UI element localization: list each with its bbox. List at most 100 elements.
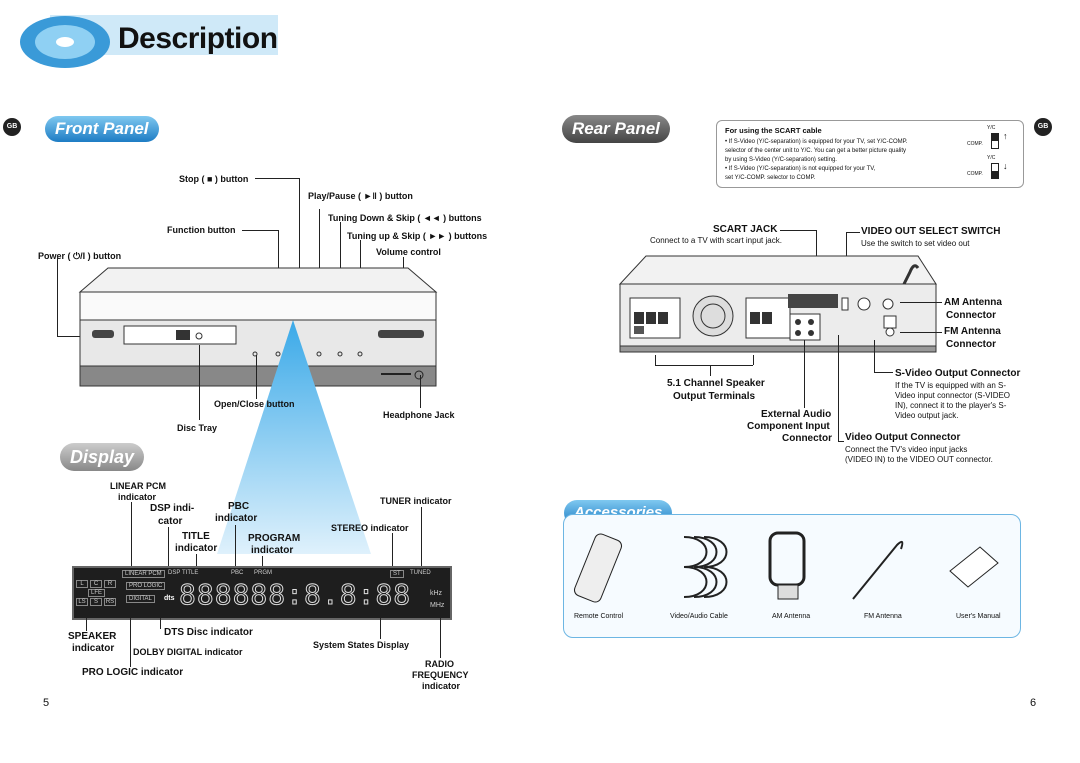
radio-label: RADIO: [425, 659, 454, 669]
screen-digits: 888888:8.8:88: [178, 578, 412, 612]
screen-linear-pcm: LINEAR PCM: [122, 570, 165, 578]
scart-note-title: For using the SCART cable: [725, 126, 822, 135]
scart-jack-title: SCART JACK: [713, 224, 778, 235]
screen-title: TITLE: [182, 570, 199, 576]
video-output-title: Video Output Connector: [845, 432, 961, 443]
switch-diagram-yc: Y/C COMP. ↑: [967, 125, 1008, 149]
play-pause-label: Play/Pause ( ►‖ ) button: [308, 191, 413, 201]
pro-logic-label: PRO LOGIC indicator: [82, 667, 184, 678]
am-antenna-label-2: Connector: [946, 310, 996, 321]
rear-panel-heading: Rear Panel: [562, 115, 670, 143]
function-button-label: Function button: [167, 225, 236, 235]
page-number-right: 6: [1030, 697, 1037, 709]
dsp-label: DSP indi-: [150, 503, 195, 514]
disc-graphic: [20, 15, 278, 68]
spk-rs: RS: [104, 598, 116, 606]
screen-st: ST: [390, 570, 404, 578]
screen-khz: kHz: [430, 590, 443, 597]
av-cable-icon: [683, 536, 728, 598]
open-close-label: Open/Close button: [214, 399, 295, 409]
switch-comp-label-2: COMP.: [967, 171, 983, 177]
external-audio-label-3: Connector: [782, 433, 832, 444]
dsp-label-2: cator: [158, 516, 183, 527]
accessory-av-cable: Video/Audio Cable: [670, 613, 728, 620]
title-label: TITLE: [182, 531, 210, 542]
stop-button-label: Stop ( ■ ) button: [179, 174, 249, 184]
page-title: Description: [118, 22, 278, 55]
spk-ls: LS: [76, 598, 88, 606]
tuner-label: TUNER indicator: [380, 496, 452, 506]
switch-comp-label: COMP.: [967, 141, 983, 147]
accessory-users-manual: User's Manual: [956, 613, 1001, 620]
svideo-output-desc-2: Video input connector (S-VIDEO: [895, 391, 1011, 400]
spk-s: S: [90, 598, 102, 606]
screen-dts: dts: [164, 595, 175, 602]
screen-tuned: TUNED: [410, 570, 431, 576]
disc-tray-label: Disc Tray: [177, 423, 218, 433]
screen-mhz: MHz: [430, 602, 445, 609]
video-output-desc-1: Connect the TV's video input jacks: [845, 445, 968, 454]
program-label: PROGRAM: [248, 533, 301, 544]
dts-disc-label: DTS Disc indicator: [164, 627, 253, 638]
speaker-label: SPEAKER: [68, 631, 117, 642]
speaker-grid: L C R LFE LS S RS: [76, 580, 118, 606]
accessory-remote-control: Remote Control: [574, 613, 624, 620]
switch-yc-label: Y/C: [987, 125, 996, 131]
program-label-2: indicator: [251, 545, 294, 556]
speaker-label-2: indicator: [72, 643, 115, 654]
video-switch-title: VIDEO OUT SELECT SWITCH: [861, 226, 1001, 237]
light-cone: [217, 320, 371, 554]
tuning-up-label: Tuning up & Skip ( ►► ) buttons: [347, 231, 488, 241]
switch-yc-label-2: Y/C: [987, 155, 996, 161]
speaker-output-label-2: Output Terminals: [673, 391, 756, 402]
pbc-label-2: indicator: [215, 513, 258, 524]
video-switch-desc: Use the switch to set video out: [861, 239, 970, 248]
scart-note-line-3: by using S-Video (Y/C-separation) settin…: [725, 157, 837, 163]
external-audio-label: External Audio: [761, 409, 832, 420]
screen-digital: DIGITAL: [126, 595, 155, 603]
volume-control-label: Volume control: [376, 247, 441, 257]
speaker-output-label: 5.1 Channel Speaker: [667, 378, 765, 389]
svideo-output-desc-1: If the TV is equipped with an S-: [895, 381, 1007, 390]
linear-pcm-label: LINEAR PCM: [110, 481, 166, 491]
rear-panel-unit: [618, 255, 937, 353]
accessories-box: Remote Control Video/Audio Cable AM Ante…: [563, 514, 1021, 638]
power-button-label: Power ( ⏻/I ) button: [38, 251, 122, 261]
video-output-desc-2: (VIDEO IN) to the VIDEO OUT connector.: [845, 455, 993, 464]
scart-note-line-2: selector of the center unit to Y/C. You …: [725, 148, 907, 154]
fm-antenna-label-2: Connector: [946, 339, 996, 350]
language-badge-left: GB: [3, 118, 21, 136]
radio-label-3: indicator: [422, 681, 461, 691]
users-manual-icon: [949, 546, 999, 588]
accessory-fm-antenna: FM Antenna: [864, 613, 902, 620]
screen-prgm: PRGM: [254, 570, 272, 576]
svideo-output-desc-3: IN), connect it to the player's S-: [895, 401, 1007, 410]
spk-lfe: LFE: [88, 589, 106, 597]
spk-c: C: [90, 580, 102, 588]
am-antenna-icon: [768, 531, 806, 600]
switch-diagram-comp: Y/C COMP. ↓: [967, 155, 1008, 179]
language-badge-right: GB: [1034, 118, 1052, 136]
display-heading: Display: [60, 443, 145, 471]
page-number-left: 5: [43, 697, 50, 709]
screen-pbc: PBC: [231, 570, 244, 576]
scart-jack-desc: Connect to a TV with scart input jack.: [650, 236, 782, 245]
linear-pcm-label-2: indicator: [118, 492, 157, 502]
headphone-jack-label: Headphone Jack: [383, 410, 455, 420]
scart-note-line-1: • If S-Video (Y/C-separation) is equippe…: [725, 139, 908, 145]
external-audio-label-2: Component Input: [747, 421, 830, 432]
screen-pro-logic: PRO LOGIC: [126, 582, 166, 590]
pbc-label: PBC: [228, 501, 250, 512]
title-label-2: indicator: [175, 543, 218, 554]
remote-control-icon: [573, 533, 623, 603]
screen-dsp: DSP: [168, 570, 181, 576]
system-states-label: System States Display: [313, 640, 410, 650]
am-antenna-label: AM Antenna: [944, 297, 1002, 308]
spk-l: L: [76, 580, 88, 588]
svideo-output-desc-4: Video output jack.: [895, 411, 959, 420]
tuning-down-label: Tuning Down & Skip ( ◄◄ ) buttons: [328, 213, 482, 223]
scart-note-line-4: • If S-Video (Y/C-separation) is not equ…: [725, 166, 876, 172]
stereo-label: STEREO indicator: [331, 523, 409, 533]
spk-r: R: [104, 580, 116, 588]
front-panel-heading: Front Panel: [45, 116, 159, 142]
